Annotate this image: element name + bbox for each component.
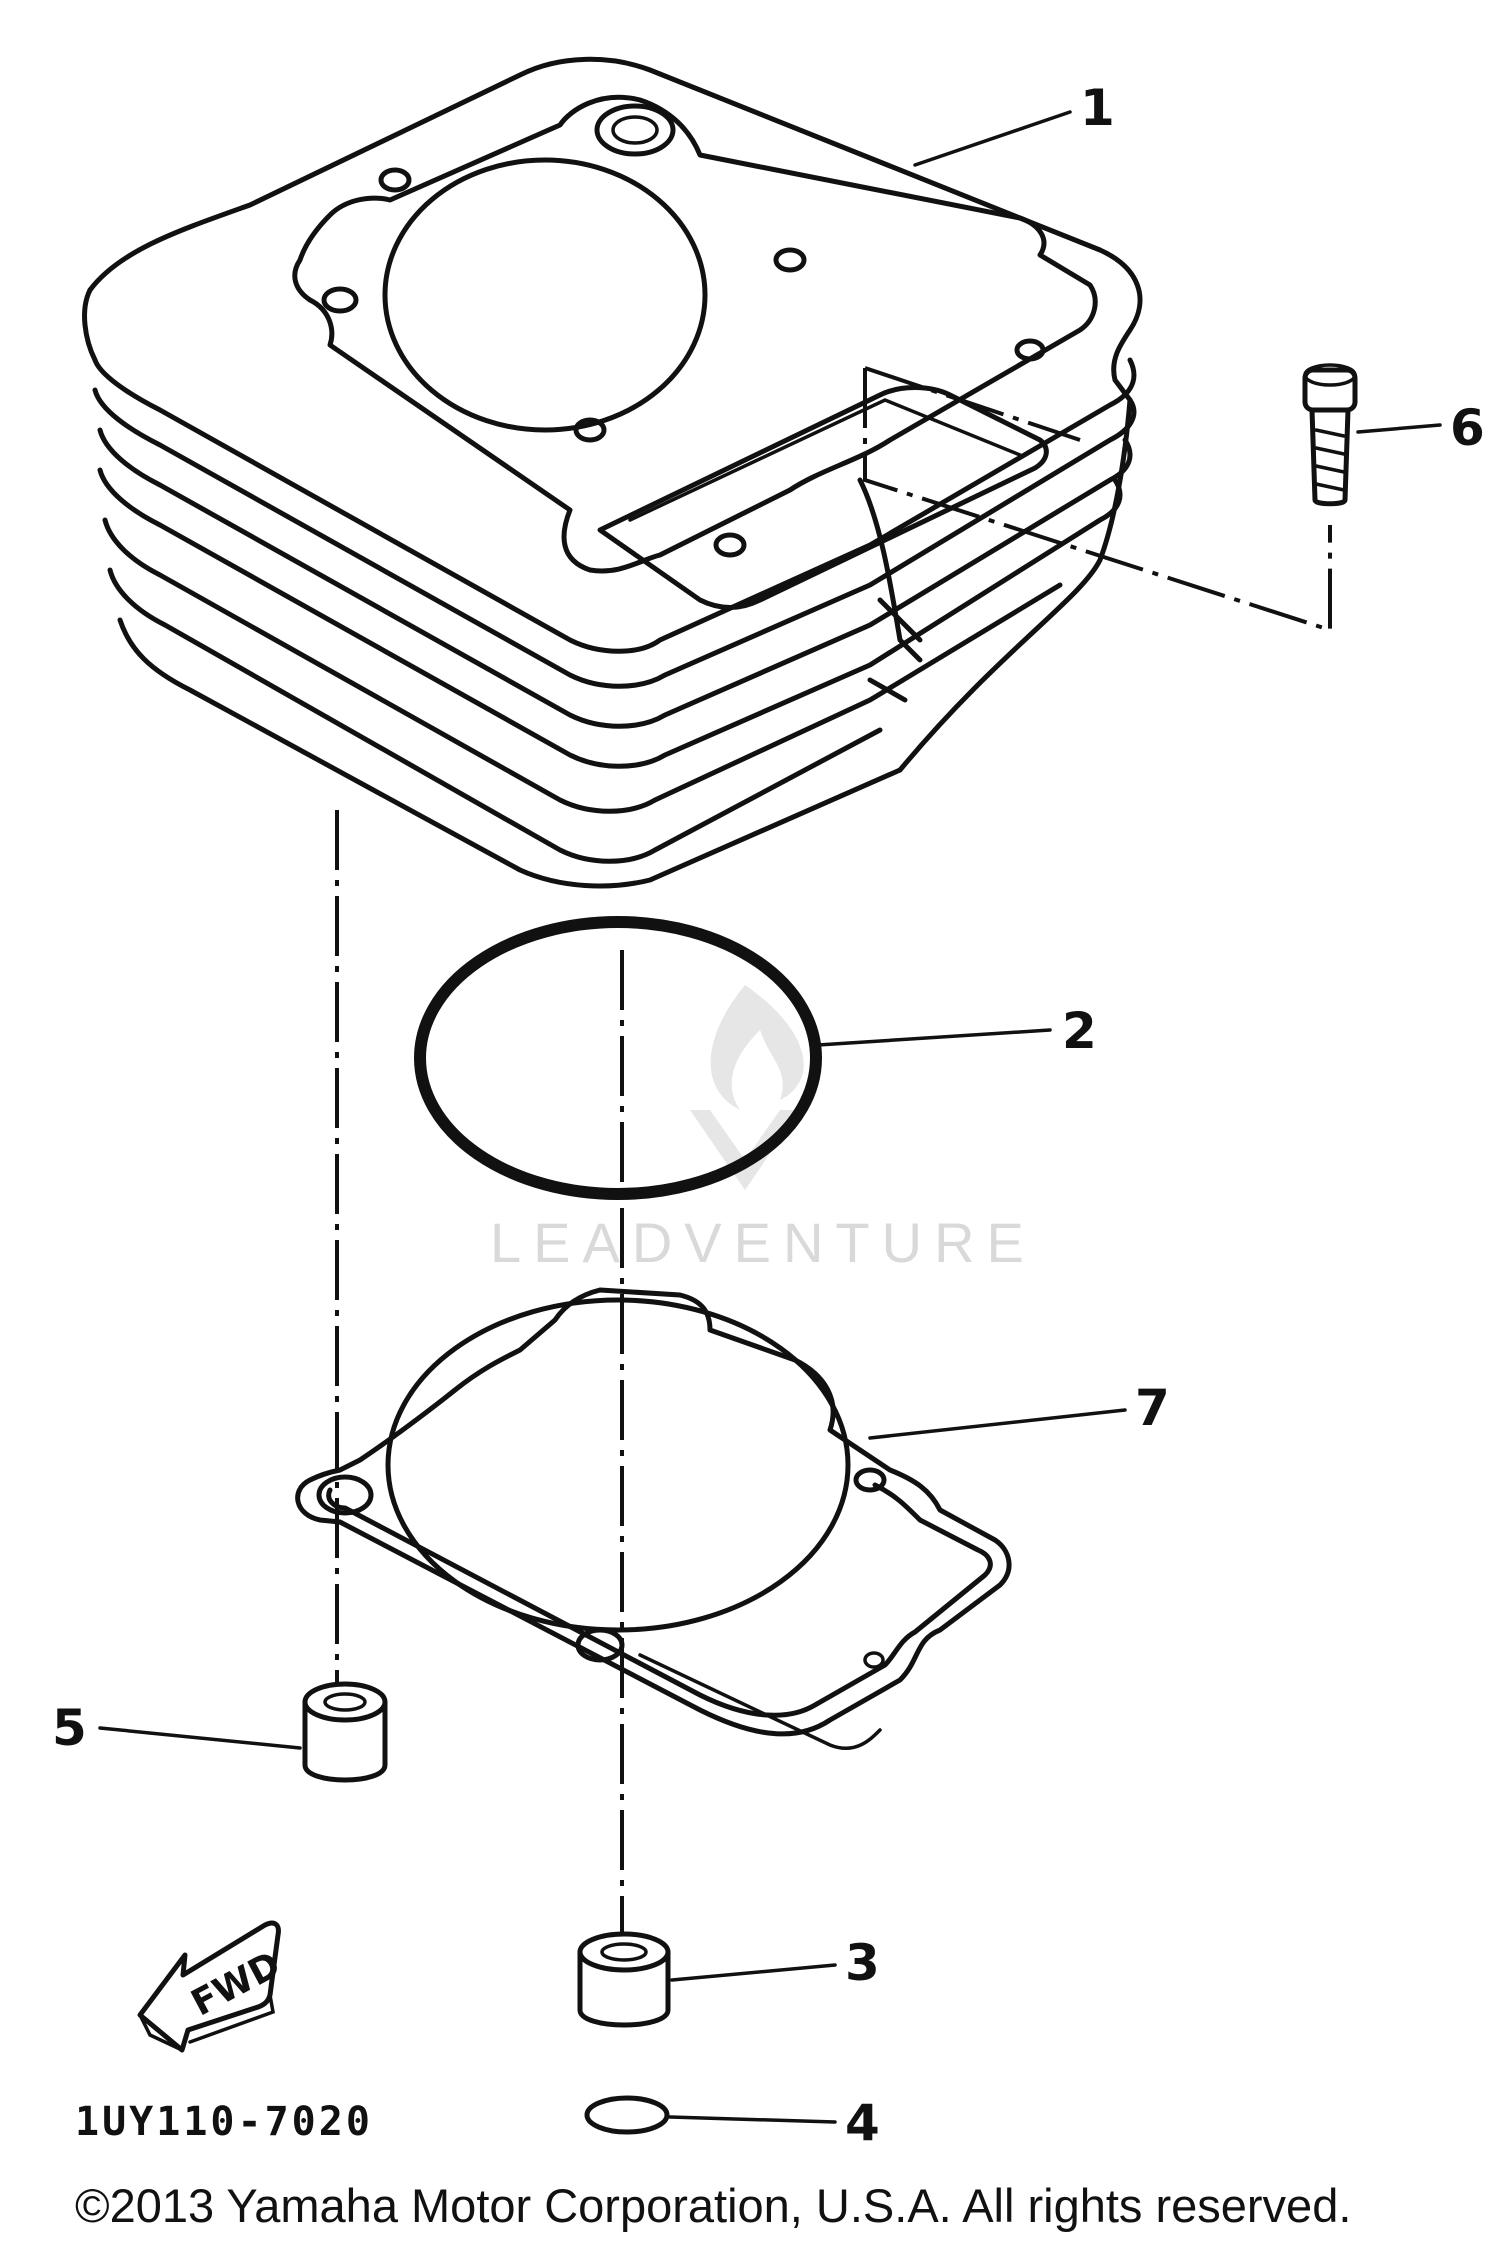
- cylinder-fin-1: [92, 357, 1137, 654]
- cylinder-oil-port: [594, 103, 676, 157]
- o-ring-part-2[interactable]: [414, 916, 822, 1200]
- leader-line-2: [816, 1028, 1052, 1047]
- gasket-tab-outline: [638, 1653, 882, 1751]
- gasket-bore: [385, 1297, 851, 1633]
- cylinder-chain-tunnel: [597, 385, 1049, 610]
- dowel-pin-5-body: [302, 1699, 388, 1783]
- callout-6[interactable]: 6: [1450, 399, 1485, 457]
- fwd-arrow-icon: [137, 1920, 281, 2053]
- callout-7[interactable]: 7: [1135, 1379, 1170, 1437]
- callout-3[interactable]: 3: [845, 1934, 880, 1992]
- cylinder-stud-hole-1: [321, 286, 359, 314]
- gasket-dowel-hole-3: [853, 1467, 887, 1493]
- bolt-shank: [1309, 407, 1351, 507]
- watermark-flame-icon: [710, 985, 804, 1110]
- leader-lines: [98, 110, 1442, 2124]
- cylinder-stud-hole-6: [773, 247, 807, 273]
- dowel-pin-5-top: [302, 1681, 388, 1723]
- callout-1[interactable]: 1: [1080, 79, 1115, 137]
- leader-line-6: [1356, 423, 1442, 434]
- gasket-inner-outline: [326, 1482, 993, 1718]
- alignment-line-bolt: [863, 368, 1332, 633]
- gasket-part-7[interactable]: [295, 1287, 1012, 1751]
- callouts: 1 2 3 4 5 6 7: [52, 79, 1485, 2152]
- bolt-threads: [1314, 428, 1346, 492]
- watermark-v-icon: [690, 1110, 800, 1190]
- cylinder-oil-port-inner: [611, 115, 659, 145]
- dowel-pin-5-hole: [323, 1692, 367, 1712]
- cylinder-stud-hole-3: [573, 417, 607, 443]
- dowel-pin-3-top: [577, 1931, 671, 1973]
- cylinder-base: [117, 617, 903, 889]
- callout-5[interactable]: 5: [52, 1699, 87, 1757]
- cylinder-chain-tunnel-inner: [628, 398, 1022, 522]
- cylinder-fin-5: [102, 517, 1063, 814]
- leader-line-4: [668, 2115, 837, 2124]
- cylinder-fin-3: [97, 427, 1133, 729]
- bolt-head-top: [1303, 363, 1357, 387]
- gasket-outline: [295, 1287, 1012, 1737]
- cylinder-right-edge: [897, 397, 1133, 773]
- o-ring-part-4[interactable]: [584, 2095, 670, 2135]
- cylinder-chain-tunnel-wall: [857, 477, 923, 703]
- copyright-text: ©2013 Yamaha Motor Corporation, U.S.A. A…: [75, 2179, 1351, 2232]
- cylinder-top-surface: [87, 56, 1143, 403]
- dowel-pin-part-3[interactable]: [577, 1931, 671, 2028]
- fwd-indicator: FWD: [137, 1920, 287, 2053]
- leader-line-1: [913, 110, 1072, 167]
- fwd-arrow-side: [138, 1993, 275, 2052]
- part-code: 1UY110-7020: [75, 2099, 373, 2145]
- cylinder-bore: [382, 157, 708, 433]
- dowel-pin-3-hole: [600, 1942, 648, 1962]
- leader-line-3: [670, 1963, 837, 1982]
- callout-2[interactable]: 2: [1062, 1002, 1097, 1060]
- dowel-pin-part-5[interactable]: [302, 1681, 388, 1783]
- cylinder-stud-hole-4: [713, 532, 747, 558]
- leader-line-7: [868, 1408, 1127, 1440]
- bolt-head: [1302, 367, 1358, 413]
- gasket-dowel-hole-1: [316, 1474, 374, 1516]
- bolt-part-6[interactable]: [1302, 363, 1358, 507]
- leader-line-5: [98, 1726, 302, 1750]
- cylinder-stud-hole-5: [1014, 338, 1046, 362]
- cylinder-head-face: [292, 94, 1098, 574]
- gasket-hole-4: [863, 1651, 885, 1669]
- cylinder-left-edge: [82, 287, 98, 363]
- alignment-lines: [335, 366, 1332, 1935]
- cylinder-stud-hole-2: [378, 167, 412, 193]
- callout-4[interactable]: 4: [845, 2094, 880, 2152]
- dowel-pin-3-body: [577, 1949, 671, 2028]
- watermark-text: LEADVENTURE: [490, 1211, 1036, 1274]
- cylinder-part-1[interactable]: [82, 56, 1143, 889]
- watermark: LEADVENTURE: [490, 985, 1036, 1274]
- alignment-line-bolt-tunnel: [864, 366, 1081, 442]
- cylinder-fin-6: [107, 567, 883, 864]
